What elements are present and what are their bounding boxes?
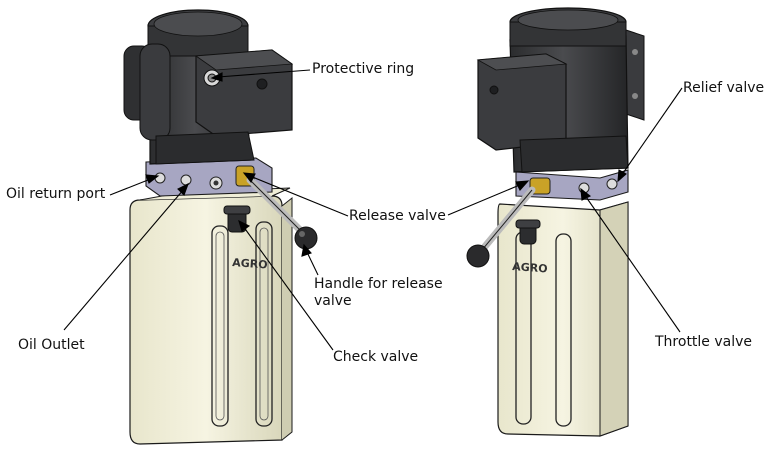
left-release-valve-handle (235, 165, 318, 250)
left-oil-tank: AGRO (129, 187, 293, 445)
left-electric-motor (123, 9, 294, 165)
label-release-valve: Release valve (349, 208, 446, 224)
label-handle-for-release-valve: Handle for release valve (314, 276, 443, 309)
right-power-unit: AGRO (466, 7, 645, 437)
right-manifold (515, 169, 629, 201)
right-tank-brand-mark: AGRO (512, 260, 548, 275)
label-relief-valve: Relief valve (683, 80, 765, 96)
label-protective-ring: Protective ring (312, 61, 415, 77)
label-oil-return-port: Oil return port (6, 186, 106, 202)
label-oil-outlet: Oil Outlet (18, 337, 85, 353)
right-check-valve-cap (515, 219, 541, 245)
label-check-valve: Check valve (333, 349, 419, 365)
leader-lines (63, 69, 683, 351)
right-electric-motor (476, 7, 629, 173)
right-oil-tank: AGRO (497, 201, 629, 437)
left-power-unit: AGRO (123, 9, 318, 445)
label-throttle-valve: Throttle valve (655, 334, 753, 350)
left-tank-brand-mark: AGRO (232, 256, 268, 271)
right-release-valve-handle (466, 186, 536, 268)
